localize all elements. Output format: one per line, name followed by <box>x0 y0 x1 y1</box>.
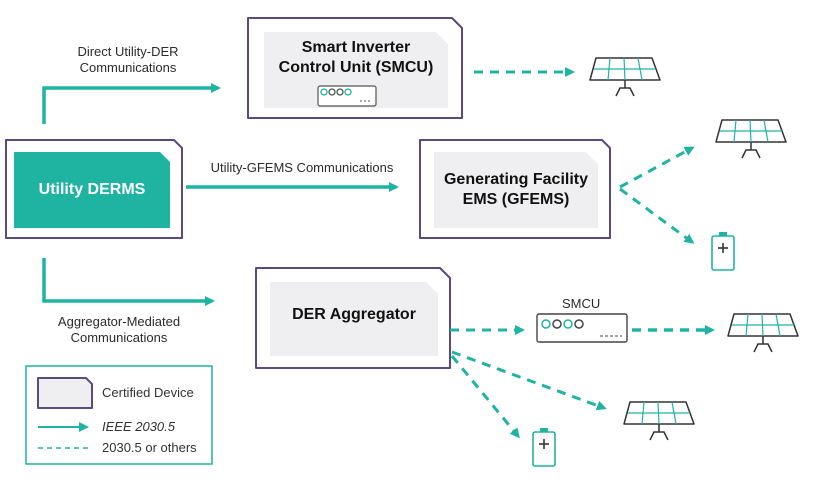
aggregator-comm-label-line2: Communications <box>70 330 168 345</box>
legend-certified-label: Certified Device <box>102 385 194 400</box>
solid-arrows <box>42 83 399 306</box>
direct-comm-label: Direct Utility-DER Communications <box>48 44 208 76</box>
direct-comm-label-line2: Communications <box>79 60 177 75</box>
smcu-device-icon <box>317 85 377 107</box>
derms-title: Utility DERMS <box>38 181 146 198</box>
dash-aggregator-to-solar <box>451 350 607 411</box>
gfems-box <box>419 139 611 239</box>
legend <box>25 365 213 465</box>
smcu-small-label: SMCU <box>562 296 601 311</box>
gfems-comm-label: Utility-GFEMS Communications <box>210 160 394 175</box>
smcu-title: Smart Inverter Control Unit (SMCU) <box>264 38 448 78</box>
smcu-title-line2: Control Unit (SMCU) <box>278 59 434 76</box>
smcu-title-line1: Smart Inverter <box>301 39 411 56</box>
gfems-title-line2: EMS (GFEMS) <box>462 191 570 208</box>
legend-ieee-label: IEEE 2030.5 <box>102 419 175 434</box>
direct-comm-label-line1: Direct Utility-DER <box>77 44 179 59</box>
certified-device-legend-icon <box>37 377 93 409</box>
aggregator-box <box>255 267 451 369</box>
arrow-derms-to-aggregator <box>42 258 215 306</box>
gfems-title: Generating Facility EMS (GFEMS) <box>434 170 598 210</box>
aggregator-comm-label: Aggregator-Mediated Communications <box>34 314 204 346</box>
smcu-device-icon <box>536 313 628 343</box>
arrow-derms-to-smcu <box>42 83 221 124</box>
solar-panel-icon <box>727 313 799 353</box>
aggregator-title: DER Aggregator <box>292 306 416 323</box>
solar-panel-icon <box>715 119 787 159</box>
dash-gfems-to-solar <box>619 146 695 189</box>
solar-panel-icon <box>623 401 695 441</box>
smcu-box <box>247 17 463 119</box>
aggregator-comm-label-line1: Aggregator-Mediated <box>57 314 181 329</box>
gfems-title-line1: Generating Facility <box>443 171 589 188</box>
dash-gfems-to-battery <box>619 187 695 244</box>
solar-panel-icon <box>589 57 661 97</box>
battery-icon <box>711 232 735 271</box>
dashed-arrows <box>450 67 715 439</box>
dash-aggregator-to-battery <box>450 355 520 439</box>
legend-others-label: 2030.5 or others <box>102 440 197 455</box>
battery-icon <box>532 428 556 467</box>
derms-box <box>5 139 183 239</box>
